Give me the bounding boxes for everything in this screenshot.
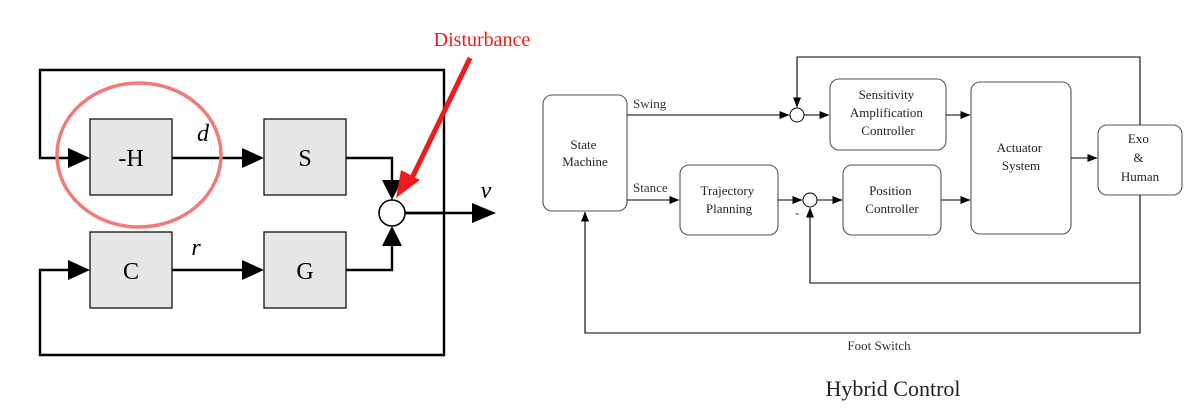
exo-human-label: Exo & Human [1121, 131, 1160, 184]
actuator-system-label: Actuator System [997, 140, 1046, 173]
block-neg-h [89, 118, 173, 196]
swing-sum-junction [789, 107, 805, 123]
left-diagram: -H S C G d r v Disturbance [38, 29, 531, 357]
foot-switch-label: Foot Switch [847, 338, 911, 353]
stance-sum-junction [802, 192, 818, 208]
signal-d-label: d [197, 121, 210, 147]
disturbance-arrow-head [396, 170, 420, 198]
right-diagram: State Machine Trajectory Planning Sensit… [542, 56, 1183, 401]
arrow-into-sum-top [382, 180, 402, 200]
wire-g-to-sum [346, 246, 394, 272]
block-position-controller [842, 164, 942, 236]
block-s-label: S [298, 146, 311, 172]
signal-v-label: v [481, 178, 492, 204]
wire-position-feedback [806, 195, 1141, 284]
disturbance-arrow-shaft [409, 56, 473, 180]
swing-label: Swing [633, 96, 667, 111]
arrow-into-c [68, 260, 90, 280]
wire-top-feedback [793, 56, 1141, 125]
arrow-into-g [242, 260, 264, 280]
block-s [263, 118, 347, 196]
stance-label: Stance [633, 180, 668, 195]
state-machine-label: State Machine [562, 137, 608, 169]
highlight-circle [55, 81, 223, 229]
block-state-machine [542, 94, 628, 212]
trajectory-planning-label: Trajectory Planning [701, 183, 758, 216]
diagram-caption: Hybrid Control [825, 376, 960, 401]
position-controller-label: Position Controller [865, 183, 919, 216]
wire-s-to-sum [346, 156, 394, 180]
arrow-into-sum-bottom [382, 226, 402, 246]
sensitivity-controller-label: Sensitivity Amplification Controller [850, 87, 926, 138]
block-neg-h-label: -H [118, 146, 143, 172]
bottom-feedback-wire [38, 213, 446, 357]
arrow-into-neg-h [68, 148, 90, 168]
block-g-label: G [296, 259, 313, 285]
arrow-into-s [242, 148, 264, 168]
minus-sign-label: - [795, 205, 799, 220]
wire-foot-switch-feedback [581, 211, 1141, 334]
block-trajectory-planning [679, 164, 779, 236]
signal-r-label: r [191, 235, 201, 261]
block-c-label: C [123, 259, 139, 285]
disturbance-label: Disturbance [434, 29, 531, 51]
summing-junction [378, 199, 406, 227]
block-c [89, 231, 173, 309]
arrow-output-v [472, 203, 496, 223]
